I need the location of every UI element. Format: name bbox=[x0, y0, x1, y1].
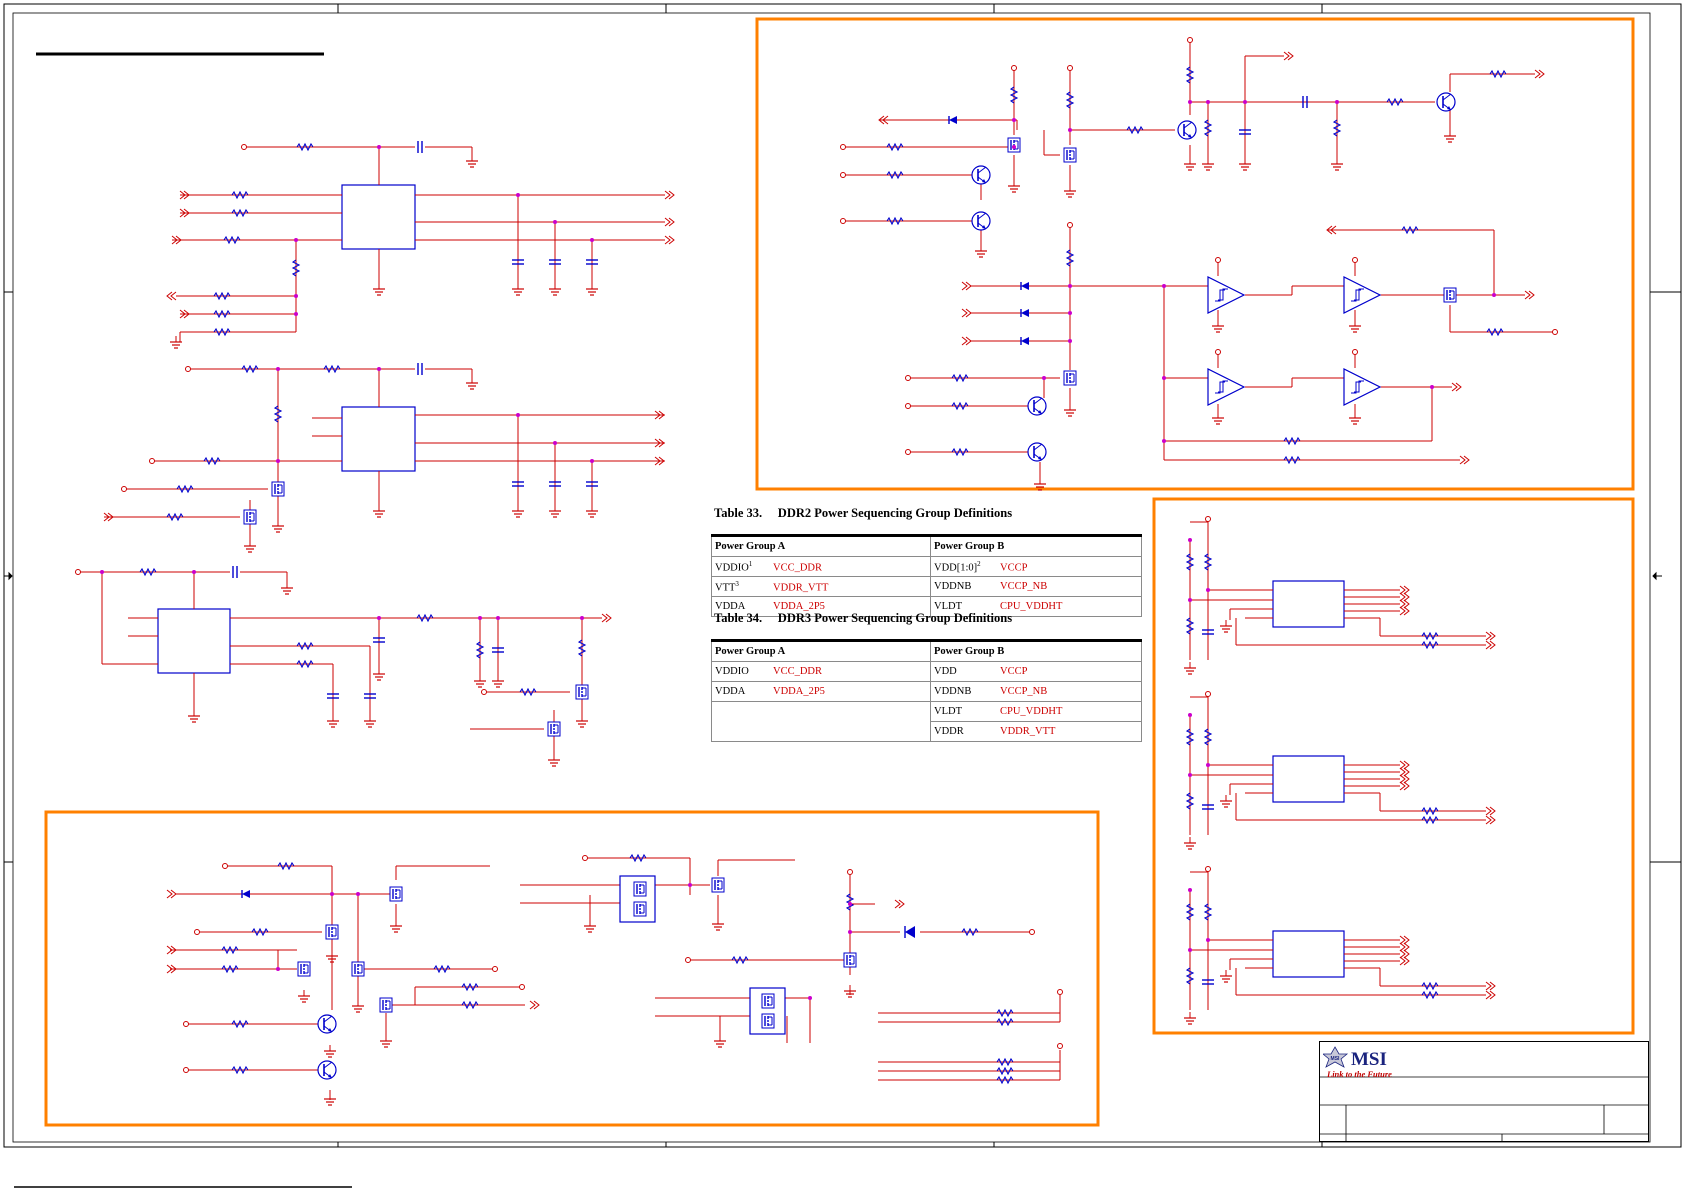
cell-value: VDDR_VTT bbox=[773, 582, 829, 594]
regulator-block-1 bbox=[166, 140, 675, 349]
table-row: VTT3 VDDR_VTT VDDNB VCCP_NB bbox=[711, 576, 1142, 597]
cell-key: VDDA bbox=[715, 601, 746, 612]
title-block-grid bbox=[1319, 1076, 1649, 1142]
cell-value: VDDR_VTT bbox=[1000, 726, 1056, 737]
cell-key: VDDNB bbox=[934, 686, 972, 697]
svg-text:Link to the Future: Link to the Future bbox=[1326, 1069, 1392, 1079]
table34-number: Table 34. bbox=[714, 611, 763, 625]
cell-value: CPU_VDDHT bbox=[1000, 706, 1063, 717]
cell-key: VDDIO1 bbox=[715, 559, 753, 574]
regulator-block-3 bbox=[75, 565, 612, 767]
cell-key: VLDT bbox=[934, 601, 962, 612]
table-row: VDDIO VCC_DDR VDD VCCP bbox=[711, 661, 1142, 682]
table33-number: Table 33. bbox=[714, 506, 763, 520]
frame-top-right bbox=[755, 17, 1635, 491]
empty-cell bbox=[711, 701, 931, 742]
table34-title: DDR3 Power Sequencing Group Definitions bbox=[777, 611, 1013, 625]
table33-caption: Table 33. DDR2 Power Sequencing Group De… bbox=[714, 506, 1012, 521]
table33-header: Power Group A Power Group B bbox=[711, 534, 1142, 557]
table34-header: Power Group A Power Group B bbox=[711, 639, 1142, 662]
table-row: VDDR VDDR_VTT bbox=[712, 721, 1142, 742]
table33-header-b: Power Group B bbox=[930, 534, 1142, 557]
table-row: VDDA VDDA_2P5 VLDT CPU_VDDHT bbox=[711, 596, 1142, 617]
cell-value: VCCP bbox=[1000, 666, 1028, 677]
cell-key: VDD[1:0]2 bbox=[934, 559, 981, 574]
table34-header-a: Power Group A bbox=[711, 639, 931, 662]
cell-value: CPU_VDDHT bbox=[1000, 601, 1063, 612]
regulator-block-2 bbox=[103, 362, 665, 553]
table-row: VDDA VDDA_2P5 VDDNB VCCP_NB bbox=[711, 681, 1142, 702]
cell-key: VDDIO bbox=[715, 666, 749, 677]
svg-text:MSI: MSI bbox=[1331, 1056, 1341, 1062]
table-row: VLDT CPU_VDDHT bbox=[711, 701, 1142, 742]
frame-mid-right bbox=[1152, 497, 1635, 1035]
table34-caption: Table 34. DDR3 Power Sequencing Group De… bbox=[714, 611, 1012, 626]
cell-value: VDDA_2P5 bbox=[773, 686, 825, 697]
cell-value: VCCP bbox=[1000, 562, 1028, 574]
cell-value: VCC_DDR bbox=[773, 562, 823, 574]
msi-logo: MSI MSI Link to the Future bbox=[1321, 1045, 1433, 1084]
cell-key: VDDNB bbox=[934, 581, 972, 592]
cell-value: VCC_DDR bbox=[773, 666, 823, 677]
switch-circuit bbox=[166, 854, 1063, 1106]
table33-header-a: Power Group A bbox=[711, 534, 931, 557]
table-row: VDDIO1 VCC_DDR VDD[1:0]2 VCCP bbox=[711, 556, 1142, 577]
driver-blocks bbox=[1183, 516, 1495, 1025]
cell-value: VDDA_2P5 bbox=[773, 601, 825, 612]
title-block bbox=[1319, 1041, 1649, 1142]
table33-title: DDR2 Power Sequencing Group Definitions bbox=[777, 506, 1013, 520]
cell-key: VLDT bbox=[934, 706, 962, 717]
cell-key: VDDA bbox=[715, 686, 746, 697]
svg-text:MSI: MSI bbox=[1351, 1049, 1387, 1070]
cell-key: VDD bbox=[934, 666, 957, 677]
frame-bottom bbox=[44, 810, 1100, 1127]
cell-value: VCCP_NB bbox=[1000, 686, 1048, 697]
table33: Power Group A Power Group B VDDIO1 VCC_DD… bbox=[711, 534, 1142, 617]
table34-header-b: Power Group B bbox=[930, 639, 1142, 662]
cell-value: VCCP_NB bbox=[1000, 581, 1048, 592]
table34: Power Group A Power Group B VDDIO VCC_DDR… bbox=[711, 639, 1142, 742]
msi-emblem-icon: MSI MSI Link to the Future bbox=[1321, 1046, 1392, 1079]
cell-key: VTT3 bbox=[715, 579, 739, 594]
cell-key: VDDR bbox=[934, 726, 964, 737]
sheet-border bbox=[3, 3, 1682, 1148]
sequencing-circuit bbox=[840, 37, 1558, 491]
